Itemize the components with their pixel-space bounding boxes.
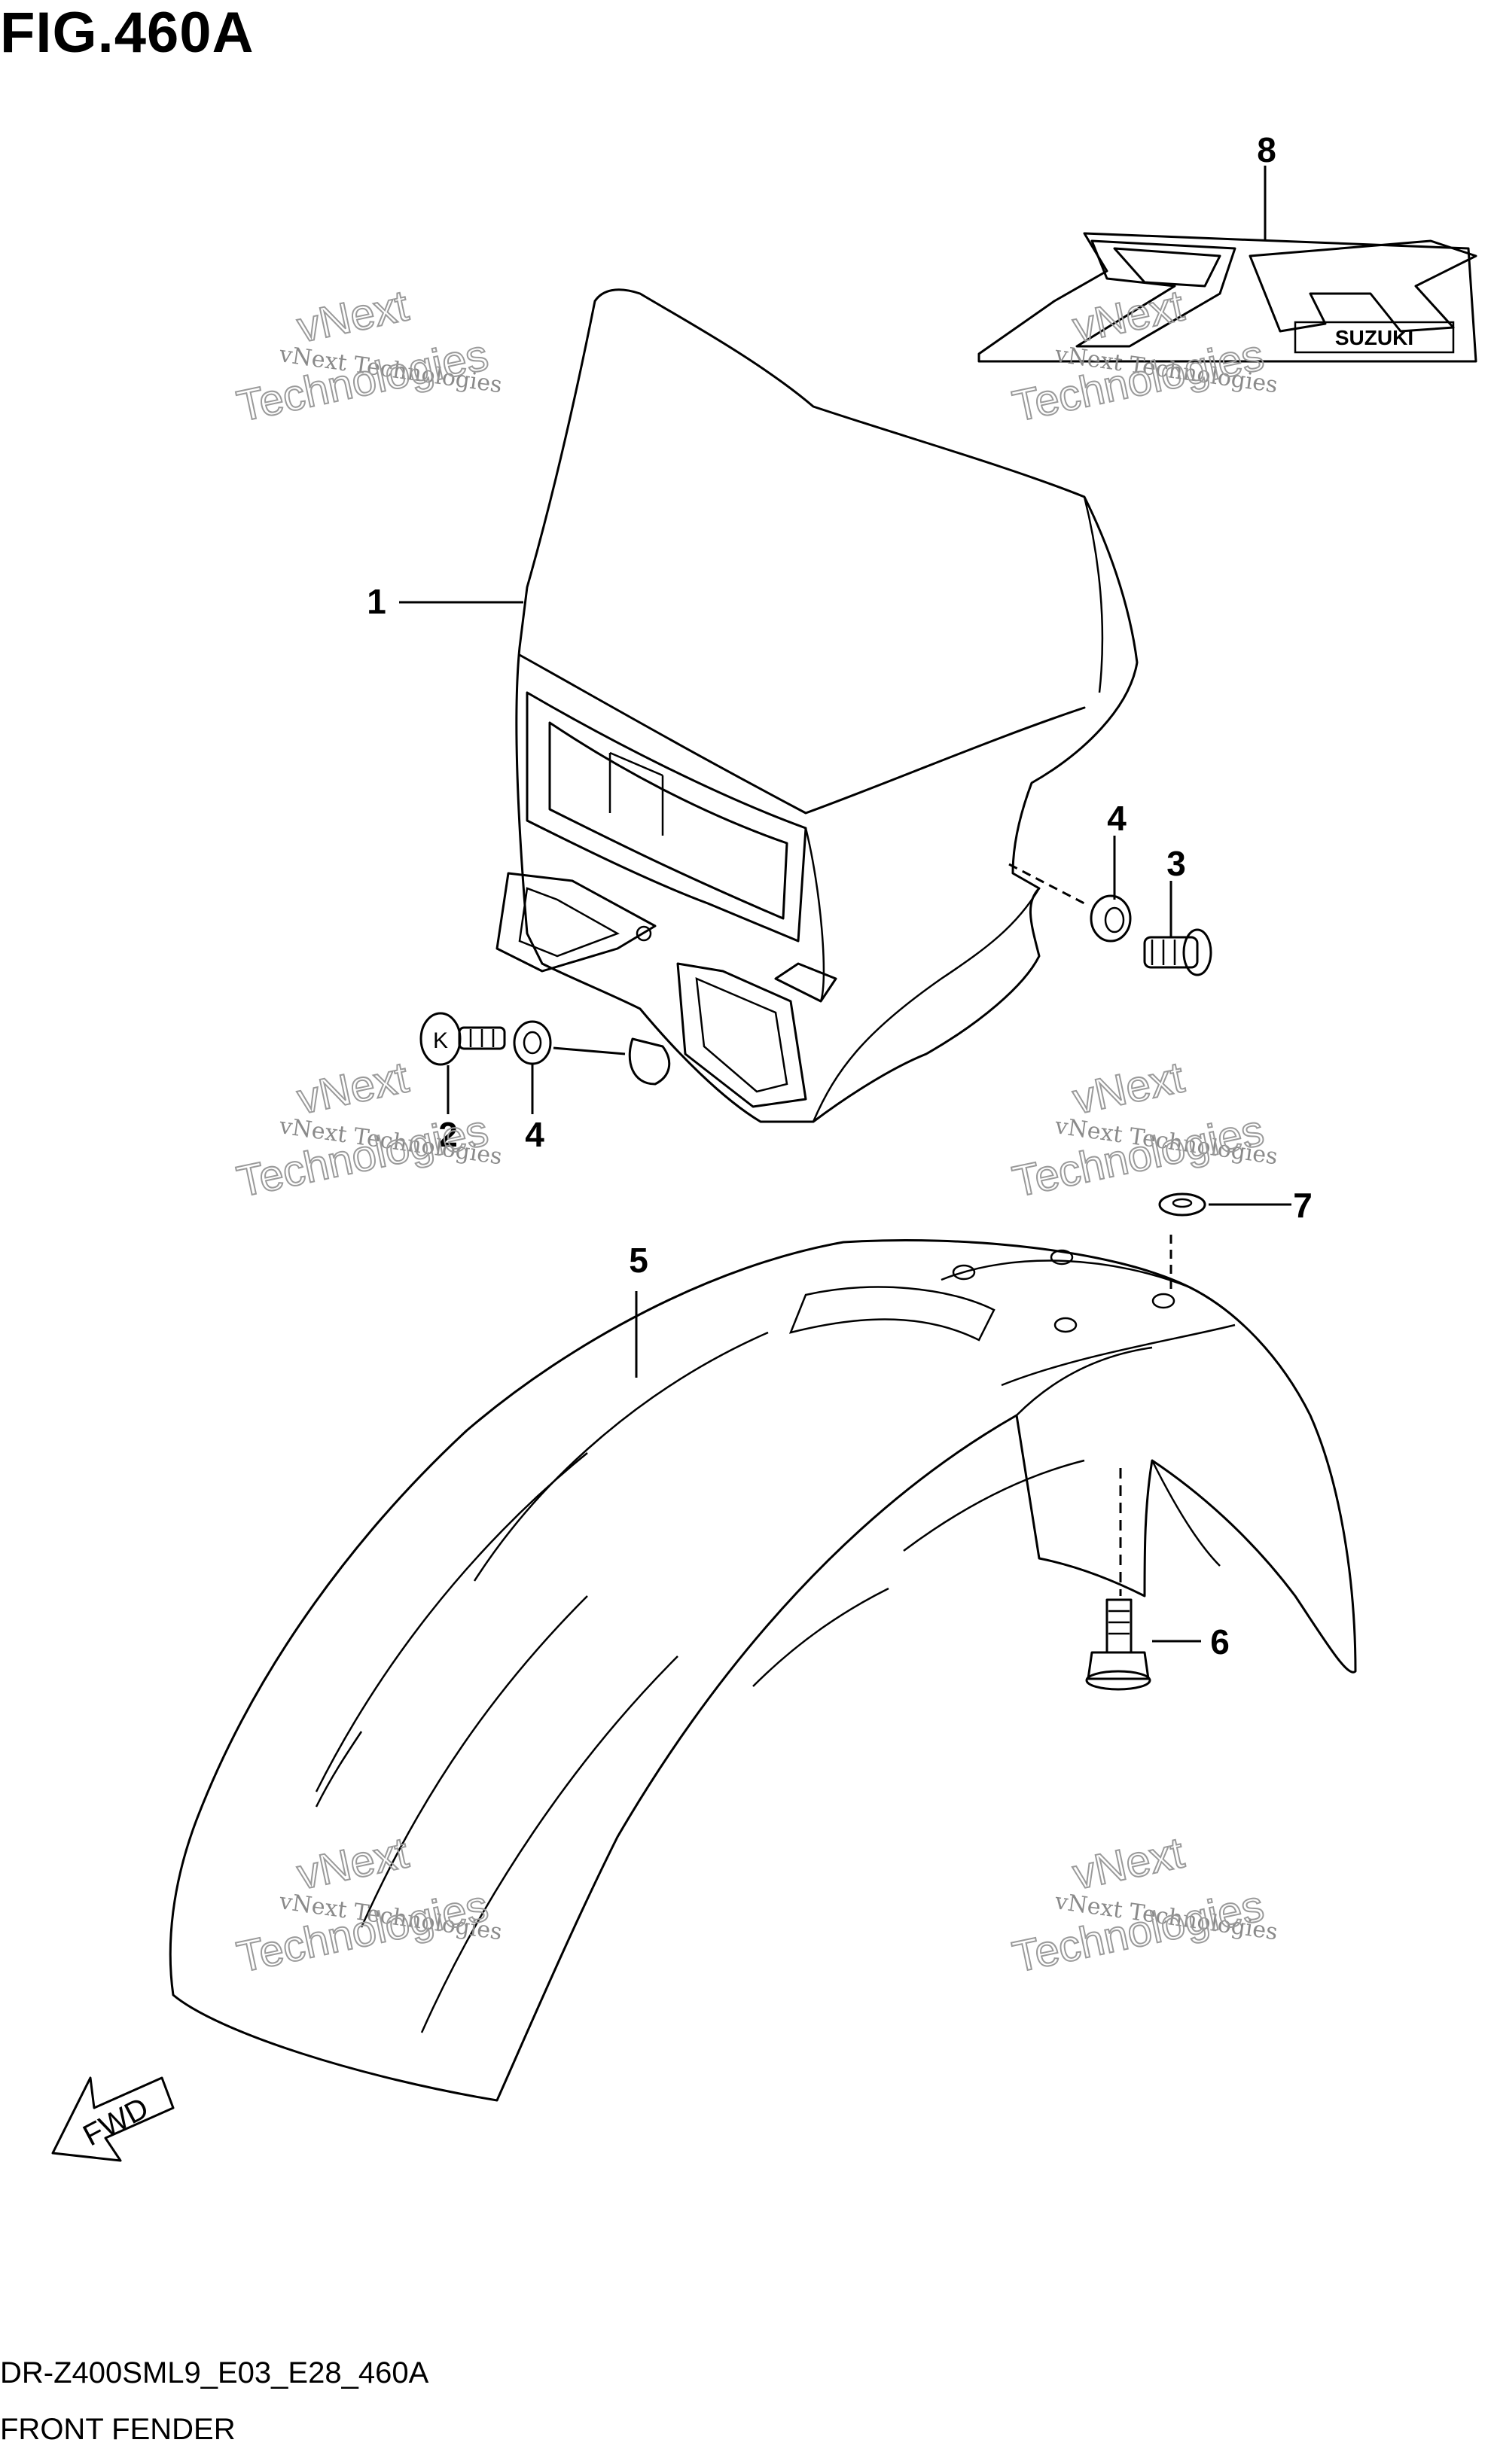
callout-2: 2 <box>438 1115 458 1154</box>
flange-bolt-6 <box>1085 1598 1151 1691</box>
svg-text:vNext: vNext <box>1069 1052 1188 1123</box>
svg-text:vNext: vNext <box>1069 1828 1188 1899</box>
svg-text:Technologies: Technologies <box>1008 330 1268 431</box>
svg-text:vNext: vNext <box>293 1052 413 1123</box>
front-fender <box>169 1239 1357 2102</box>
washer-7 <box>1158 1192 1206 1217</box>
dr-decal: SUZUKI <box>977 232 1477 363</box>
grommet-4-left <box>513 1020 552 1065</box>
bolt-3 <box>1143 928 1212 976</box>
fwd-label: FWD <box>78 2091 154 2153</box>
svg-text:vNext: vNext <box>293 1828 413 1899</box>
watermark-tl: vNext Technologies Technologies vNext <box>232 280 504 431</box>
callout-7: 7 <box>1293 1186 1313 1225</box>
svg-text:Technologies: Technologies <box>1008 1106 1268 1207</box>
watermark-ml: vNext Technologies Technologies vNext <box>232 1052 504 1207</box>
forward-arrow-icon: FWD <box>51 2076 175 2162</box>
svg-text:vNext: vNext <box>1069 281 1188 352</box>
callout-1: 1 <box>367 582 386 621</box>
watermark-mr: vNext Technologies Technologies vNext <box>1008 1052 1279 1207</box>
watermark-br: vNext Technologies Technologies vNext <box>1008 1827 1279 1982</box>
callout-5: 5 <box>629 1241 648 1280</box>
callout-8: 8 <box>1257 130 1276 169</box>
svg-text:K: K <box>433 1028 448 1053</box>
figure-title: FIG.460A <box>0 1 255 65</box>
callout-3: 3 <box>1166 844 1186 883</box>
leader-lines <box>399 166 1291 1643</box>
callout-4-left: 4 <box>525 1115 544 1154</box>
grommet-4-right <box>1090 894 1132 943</box>
svg-text:vNext: vNext <box>293 281 413 352</box>
svg-text:Technologies: Technologies <box>233 1106 492 1207</box>
diagram-caption: FRONT FENDER <box>0 2413 236 2446</box>
svg-text:Technologies: Technologies <box>233 330 492 431</box>
svg-text:Technologies: Technologies <box>1008 1881 1268 1982</box>
callout-4-right: 4 <box>1107 799 1127 838</box>
headlight-cowl <box>495 288 1139 1123</box>
callout-6: 6 <box>1210 1622 1230 1661</box>
diagram-code: DR-Z400SML9_E03_E28_460A <box>0 2356 429 2389</box>
watermark-bl: vNext Technologies Technologies vNext <box>232 1827 504 1982</box>
decal-brand-text: SUZUKI <box>1335 326 1413 349</box>
screw-2: K <box>419 1012 506 1066</box>
